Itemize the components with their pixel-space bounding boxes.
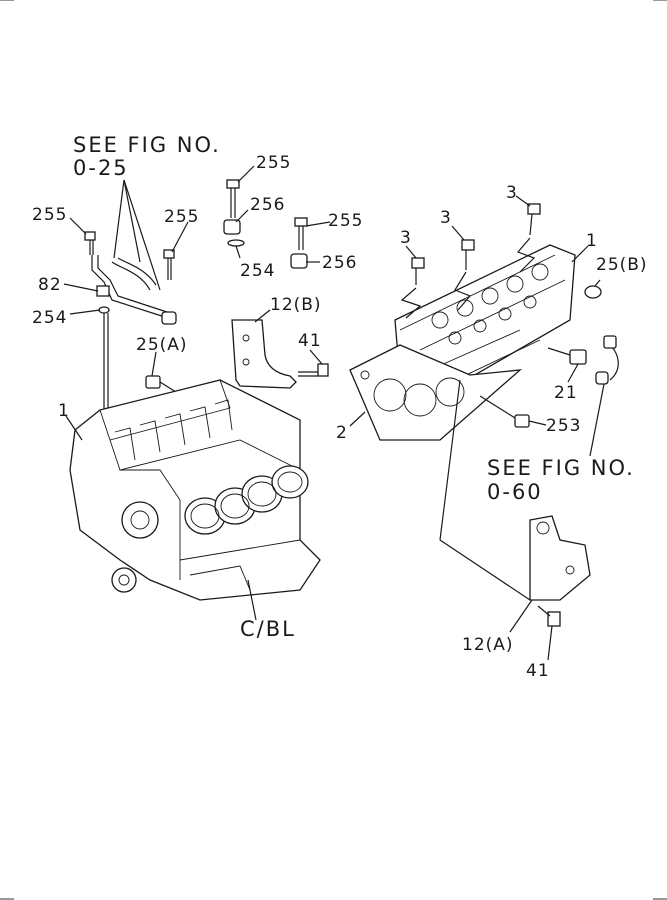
- ref-arrows: [113, 179, 161, 291]
- callout-1-a: 1: [58, 401, 70, 421]
- callout-12b: 12(B): [270, 295, 322, 315]
- callout-253: 253: [546, 416, 581, 436]
- callout-25b: 25(B): [596, 255, 648, 275]
- callout-254-a: 254: [240, 261, 275, 281]
- callout-21: 21: [554, 383, 578, 403]
- callout-256-a: 256: [250, 195, 285, 215]
- ref-right-line1: SEE FIG NO.: [487, 456, 635, 480]
- callout-12a: 12(A): [462, 635, 514, 655]
- callout-labels: 255 255 255 255 256 256 254 254 82 1 1 1…: [32, 153, 648, 681]
- callout-41-b: 41: [526, 661, 550, 681]
- callout-1-b: 1: [586, 231, 598, 251]
- callout-3-a: 3: [400, 228, 412, 248]
- callout-3-b: 3: [440, 208, 452, 228]
- leader-lines: [63, 165, 589, 661]
- plug-25a: [145, 375, 177, 393]
- ref-top-line2: 0-25: [73, 156, 129, 180]
- callout-255-b: 255: [164, 207, 199, 227]
- callout-255-a: 255: [32, 205, 67, 225]
- sensor-21: [547, 335, 619, 457]
- callout-cbl: C/BL: [240, 617, 296, 641]
- callout-25a: 25(A): [136, 335, 188, 355]
- cylinder-head: [394, 244, 576, 396]
- ref-right-line2: 0-60: [487, 480, 543, 504]
- callout-255-c: 255: [256, 153, 291, 173]
- head-bolts: [400, 203, 541, 319]
- plug-25b: [584, 285, 602, 299]
- ref-top-line1: SEE FIG NO.: [73, 133, 221, 157]
- callout-254-b: 254: [32, 308, 67, 328]
- bracket-12b: [231, 319, 329, 389]
- bracket-12a: [439, 379, 591, 627]
- callout-256-b: 256: [322, 253, 357, 273]
- bolt-253: [479, 395, 530, 428]
- callout-3-c: 3: [506, 183, 518, 203]
- callout-41-a: 41: [298, 331, 322, 351]
- engine-block: [69, 379, 321, 601]
- callout-82: 82: [38, 275, 62, 295]
- callout-2: 2: [336, 423, 348, 443]
- callout-255-d: 255: [328, 211, 363, 231]
- bolt-group-center: [223, 179, 308, 269]
- head-gasket: [349, 344, 522, 441]
